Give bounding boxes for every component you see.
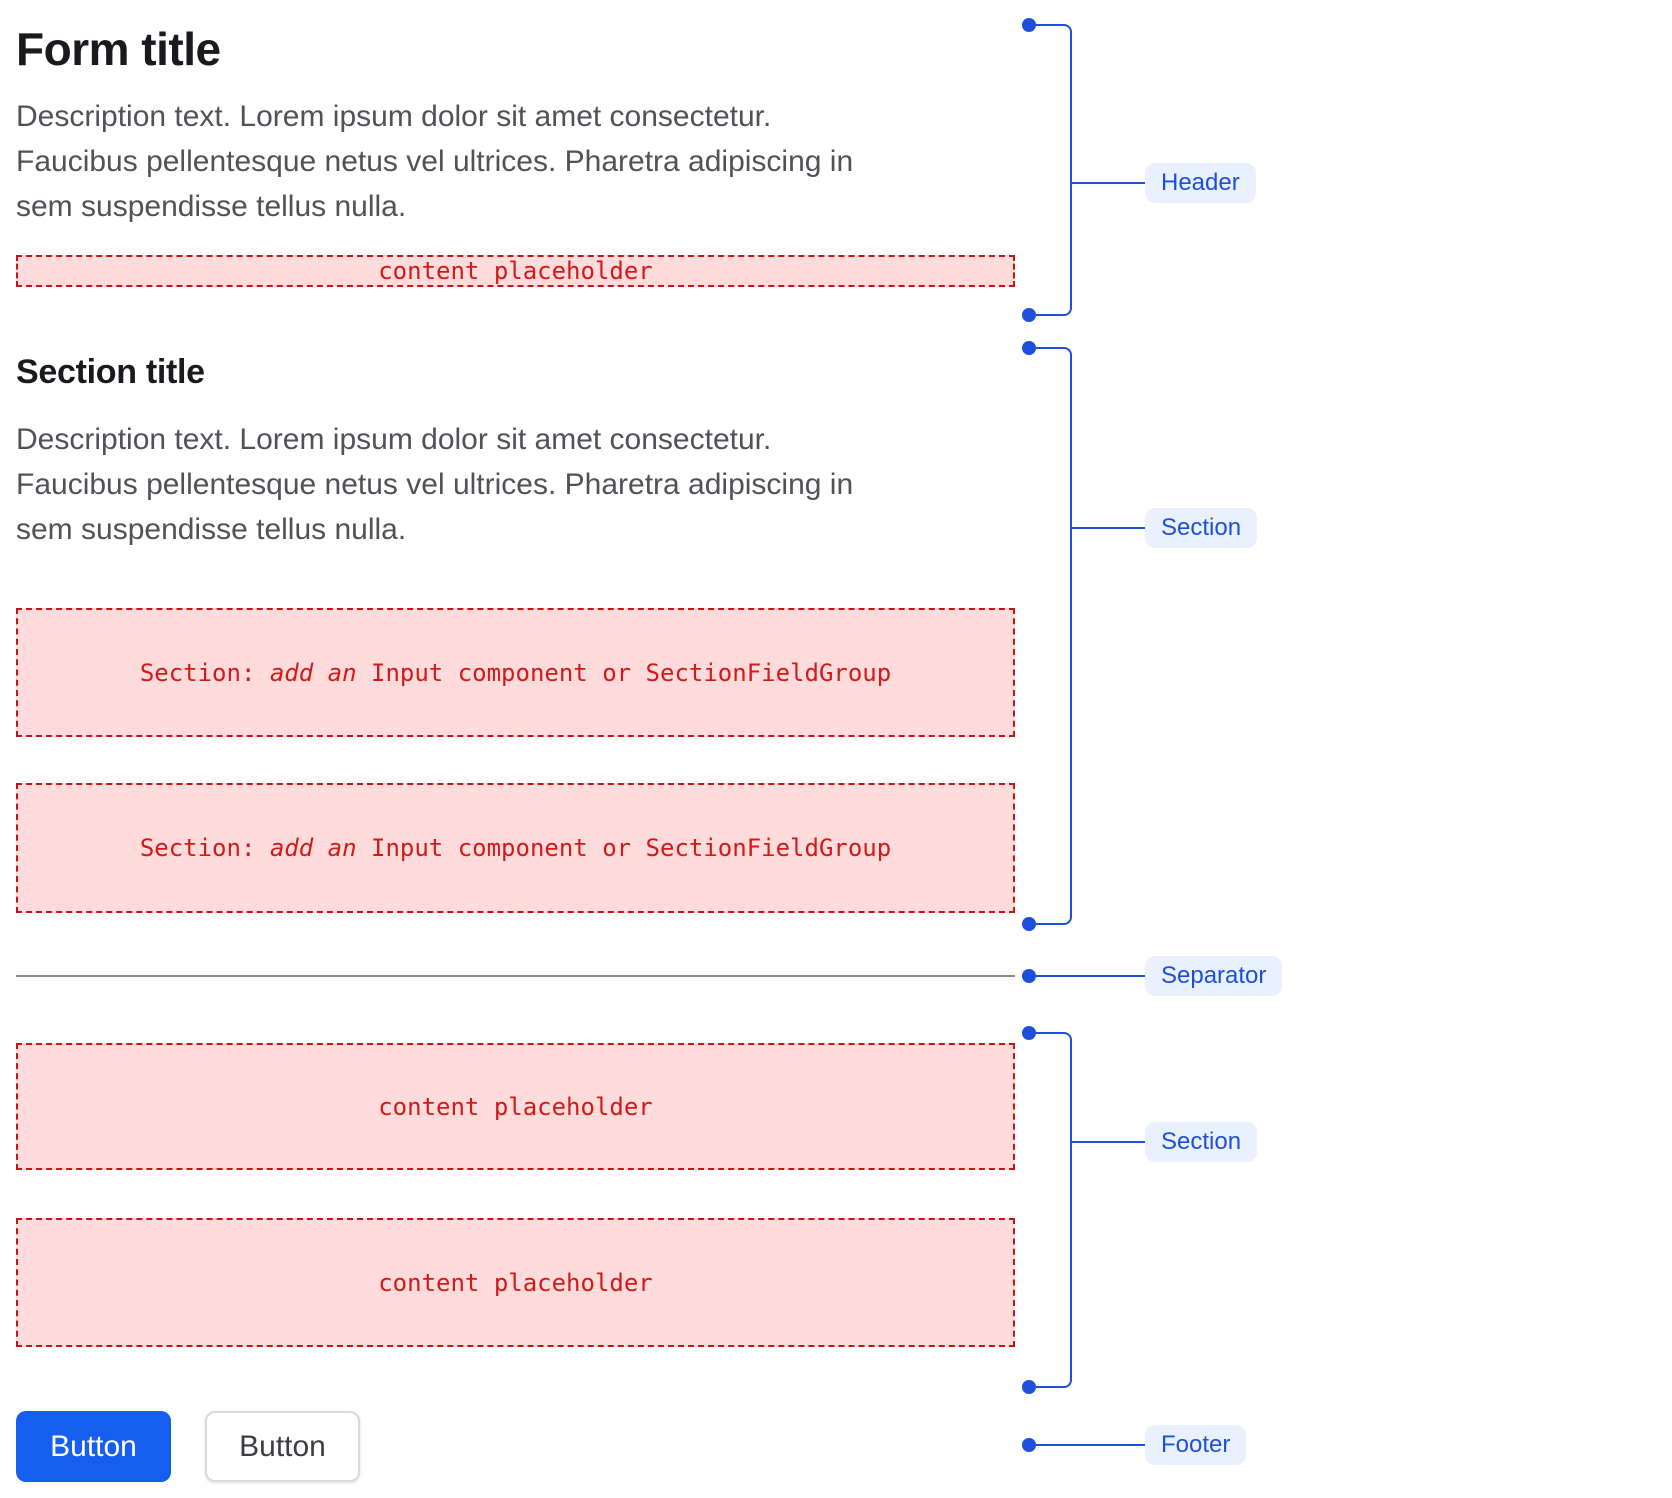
annotation-label-section-one: Section bbox=[1145, 508, 1258, 548]
placeholder-text: Section: add an Input component or Secti… bbox=[139, 658, 892, 687]
section-field-placeholder-box: Section: add an Input component or Secti… bbox=[16, 783, 1015, 913]
section-two-bracket-line bbox=[1036, 1032, 1072, 1388]
section-one-bracket-line bbox=[1036, 347, 1072, 925]
anchor-dot bbox=[1022, 1026, 1036, 1040]
form-description-line: Description text. Lorem ipsum dolor sit … bbox=[16, 100, 772, 133]
form-description-line: sem suspendisse tellus nulla. bbox=[16, 190, 407, 223]
placeholder-text: content placeholder bbox=[378, 1092, 653, 1121]
anchor-dot bbox=[1022, 1438, 1036, 1452]
annotation-label-separator: Separator bbox=[1145, 956, 1283, 996]
placeholder-text: content placeholder bbox=[378, 1268, 653, 1297]
section-one-connector-line bbox=[1072, 527, 1145, 529]
footer-button-row: Button Button bbox=[16, 1411, 360, 1482]
anchor-dot bbox=[1022, 308, 1036, 322]
anchor-dot bbox=[1022, 917, 1036, 931]
anchor-dot bbox=[1022, 1380, 1036, 1394]
annotation-label-section-two: Section bbox=[1145, 1122, 1258, 1162]
section-title: Section title bbox=[16, 353, 205, 391]
content-placeholder-box: content placeholder bbox=[16, 1218, 1015, 1347]
header-content-placeholder-box: content placeholder bbox=[16, 255, 1015, 287]
primary-button[interactable]: Button bbox=[16, 1411, 171, 1482]
separator-line bbox=[16, 975, 1015, 977]
form-description: Description text. Lorem ipsum dolor sit … bbox=[16, 94, 853, 229]
annotation-label-header: Header bbox=[1145, 163, 1256, 203]
separator-connector-line bbox=[1036, 975, 1145, 977]
annotation-label-footer: Footer bbox=[1145, 1425, 1247, 1465]
form-title: Form title bbox=[16, 23, 221, 75]
placeholder-text: Section: add an Input component or Secti… bbox=[139, 834, 892, 862]
section-description-line: Description text. Lorem ipsum dolor sit … bbox=[16, 423, 772, 456]
anchor-dot bbox=[1022, 341, 1036, 355]
anchor-dot bbox=[1022, 969, 1036, 983]
secondary-button[interactable]: Button bbox=[205, 1411, 360, 1482]
form-description-line: Faucibus pellentesque netus vel ultrices… bbox=[16, 145, 854, 178]
section-description-line: Faucibus pellentesque netus vel ultrices… bbox=[16, 468, 854, 501]
footer-connector-line bbox=[1036, 1444, 1145, 1446]
header-connector-line bbox=[1072, 182, 1145, 184]
section-description: Description text. Lorem ipsum dolor sit … bbox=[16, 417, 853, 552]
section-two-connector-line bbox=[1072, 1141, 1145, 1143]
section-description-line: sem suspendisse tellus nulla. bbox=[16, 513, 407, 546]
placeholder-text: content placeholder bbox=[378, 257, 653, 285]
content-placeholder-box: content placeholder bbox=[16, 1043, 1015, 1170]
header-bracket-line bbox=[1036, 24, 1072, 316]
section-field-placeholder-box: Section: add an Input component or Secti… bbox=[16, 608, 1015, 737]
anchor-dot bbox=[1022, 18, 1036, 32]
